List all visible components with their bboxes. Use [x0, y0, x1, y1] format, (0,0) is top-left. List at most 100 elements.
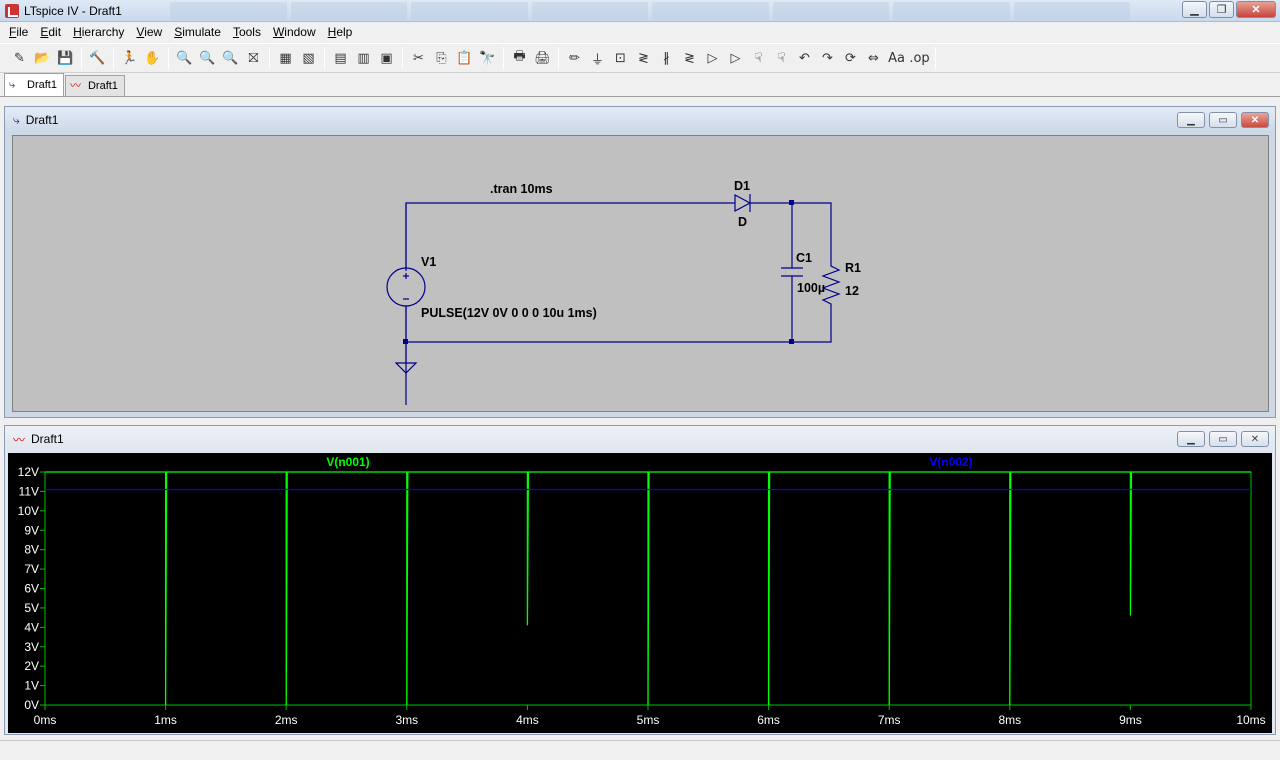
wire-top-right[interactable] — [750, 202, 832, 264]
new-schematic-icon[interactable]: ✎ — [14, 50, 25, 66]
d1-value-label[interactable]: D — [738, 215, 747, 229]
autorange-icon[interactable]: ▦ — [279, 50, 292, 66]
copy-icon[interactable]: ⎘ — [436, 50, 447, 66]
y-tick-label: 12V — [18, 465, 39, 479]
inductor-icon[interactable]: ≷ — [684, 50, 695, 66]
wire-icon[interactable]: ✏ — [569, 50, 580, 66]
junction-dot — [789, 339, 794, 344]
c1-ref-label[interactable]: C1 — [796, 251, 812, 265]
x-tick-label: 10ms — [1236, 713, 1265, 727]
capacitor-icon[interactable]: ∦ — [663, 50, 670, 66]
x-tick-label: 4ms — [516, 713, 539, 727]
legend-v-n002: V(n002) — [929, 455, 972, 469]
y-tick-label: 1V — [24, 679, 39, 693]
text-icon[interactable]: Aa — [888, 50, 905, 66]
toolbar: ✎ 📂 💾 🔨 🏃 ✋ 🔍 🔍 🔍 ⛝ ▦ ▧ ▤ ▥ ▣ ✂ ⎘ 📋 🔭 🖶 🖨 ✏ ⏚ ⊡ ≷ ∦ ≷ ▷ ▷ ☟ ☟ ↶ ↷ ⟳ ⇔ Aa.op — [0, 43, 1280, 73]
d1-ref-label[interactable]: D1 — [734, 179, 750, 193]
move-icon[interactable]: ☟ — [754, 50, 763, 66]
resistor-icon[interactable]: ≷ — [638, 50, 649, 66]
ground-icon[interactable]: ⏚ — [590, 52, 604, 68]
schematic-maximize-button[interactable]: ▭ — [1209, 112, 1237, 128]
schematic-minimize-button[interactable]: ▁ — [1177, 112, 1205, 128]
undo-icon[interactable]: ↶ — [799, 50, 810, 66]
rotate-icon[interactable]: ⟳ — [845, 50, 856, 66]
document-tabs: ⤷ Draft1 〰 Draft1 — [0, 73, 1280, 97]
cut-icon[interactable]: ✂ — [413, 50, 424, 66]
y-tick-label: 6V — [24, 582, 39, 596]
schematic-window: ⤷ Draft1 ▁ ▭ ✕ — [4, 106, 1276, 418]
ground-symbol[interactable] — [394, 362, 418, 374]
tab-label: Draft1 — [87, 80, 118, 92]
menu-edit[interactable]: Edit — [40, 25, 62, 39]
diode-icon[interactable]: ▷ — [707, 50, 718, 66]
schematic-canvas[interactable]: .tran 10ms D1 D V1 PULSE(12V 0V 0 0 0 10… — [12, 135, 1269, 412]
schematic-close-button[interactable]: ✕ — [1241, 112, 1269, 128]
mirror-icon[interactable]: ⇔ — [868, 50, 879, 66]
y-tick-label: 9V — [24, 523, 39, 537]
d1-symbol[interactable] — [734, 194, 752, 212]
menu-file[interactable]: File — [9, 25, 29, 39]
print-setup-icon[interactable]: 🖶 — [513, 49, 526, 64]
y-tick-label: 0V — [24, 698, 39, 712]
menu-simulate[interactable]: Simulate — [174, 25, 221, 39]
open-icon[interactable]: 📂 — [34, 50, 51, 66]
zoom-fit-icon[interactable]: ⛝ — [248, 50, 259, 66]
y-tick-label: 4V — [24, 620, 39, 634]
v1-ref-label[interactable]: V1 — [421, 255, 436, 269]
toolbar-separator — [402, 47, 403, 69]
x-tick-label: 5ms — [637, 713, 660, 727]
save-icon[interactable]: 💾 — [57, 50, 74, 66]
menu-window[interactable]: Window — [272, 25, 316, 39]
control-panel-icon[interactable]: 🔨 — [89, 50, 106, 66]
v1-value-label[interactable]: PULSE(12V 0V 0 0 0 10u 1ms) — [421, 306, 597, 320]
tab-schematic-draft1[interactable]: ⤷ Draft1 — [4, 73, 64, 96]
x-tick-label: 8ms — [998, 713, 1021, 727]
zoom-out-icon[interactable]: 🔍 — [222, 50, 239, 66]
component-icon[interactable]: ▷ — [730, 50, 741, 66]
halt-icon[interactable]: ✋ — [144, 50, 161, 66]
y-tick-label: 11V — [19, 484, 39, 498]
run-icon[interactable]: 🏃 — [121, 50, 138, 66]
restore-button[interactable]: ❐ — [1209, 1, 1234, 18]
menu-tools[interactable]: Tools — [232, 25, 261, 39]
tab-waveform-draft1[interactable]: 〰 Draft1 — [64, 75, 125, 96]
menu-help[interactable]: Help — [327, 25, 353, 39]
tile-horizontal-icon[interactable]: ▤ — [334, 50, 347, 66]
wire-top-left[interactable] — [405, 202, 735, 405]
y-tick-label: 5V — [24, 601, 39, 615]
menu-view[interactable]: View — [136, 25, 163, 39]
y-tick-label: 3V — [24, 640, 39, 654]
cascade-icon[interactable]: ▥ — [357, 50, 370, 66]
r1-symbol[interactable] — [821, 264, 841, 314]
spice-directive-icon[interactable]: .op — [909, 50, 930, 66]
toolbar-separator — [168, 47, 169, 69]
r1-ref-label[interactable]: R1 — [845, 261, 861, 275]
c1-value-label[interactable]: 100µ — [797, 281, 825, 295]
drag-icon[interactable]: ☟ — [777, 50, 786, 66]
toolbar-separator — [503, 47, 504, 69]
redo-icon[interactable]: ↷ — [822, 50, 833, 66]
waveform-window-title: Draft1 — [31, 432, 64, 446]
waveform-minimize-button[interactable]: ▁ — [1177, 431, 1205, 447]
waveform-maximize-button[interactable]: ▭ — [1209, 431, 1237, 447]
tab-label: Draft1 — [27, 79, 57, 91]
label-net-icon[interactable]: ⊡ — [615, 50, 626, 66]
menu-hierarchy[interactable]: Hierarchy — [73, 25, 125, 39]
find-icon[interactable]: 🔭 — [479, 50, 496, 66]
toolbar-separator — [113, 47, 114, 69]
ltspice-logo-icon — [5, 3, 19, 18]
paste-icon[interactable]: 📋 — [456, 50, 473, 66]
zoom-in-icon[interactable]: 🔍 — [176, 50, 193, 66]
waveform-close-button[interactable]: ✕ — [1241, 431, 1269, 447]
r1-value-label[interactable]: 12 — [845, 284, 859, 298]
zoom-pan-icon[interactable]: 🔍 — [199, 50, 216, 66]
plot-settings-icon[interactable]: ▧ — [302, 50, 315, 66]
minimize-button[interactable]: ▁ — [1182, 1, 1207, 18]
close-button[interactable]: ✕ — [1236, 1, 1276, 18]
wire-bottom[interactable] — [406, 314, 832, 343]
spice-directive[interactable]: .tran 10ms — [490, 182, 553, 196]
print-icon[interactable]: 🖨 — [534, 50, 551, 66]
close-windows-icon[interactable]: ▣ — [380, 50, 393, 66]
